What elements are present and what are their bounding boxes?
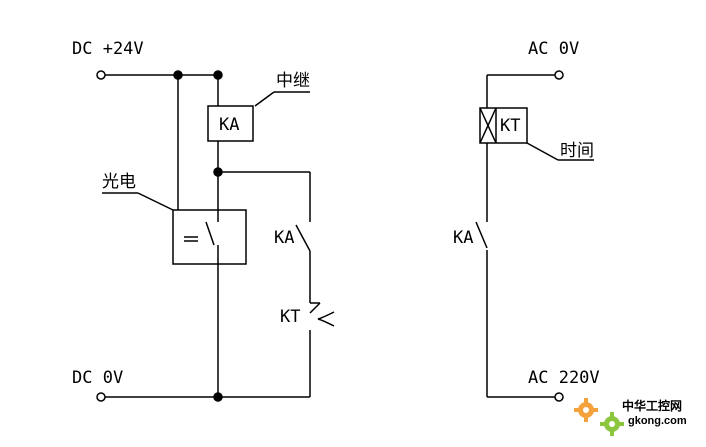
- gear-icon: [574, 398, 624, 436]
- ka-hold-contact: [218, 171, 311, 303]
- ac-220-label: AC 220V: [528, 368, 600, 388]
- ac-zero-rail: [486, 70, 564, 108]
- ka-contact-label: KA: [274, 228, 294, 248]
- timer-leader-line: [526, 142, 594, 161]
- kt-timed-contact: [309, 302, 335, 397]
- ka-ac-contact: [475, 221, 488, 397]
- dc-plus-rail: [96, 70, 223, 80]
- watermark-text: 中华工控网: [622, 398, 682, 413]
- dc-plus-label: DC +24V: [72, 39, 144, 59]
- ka-ac-contact-label: KA: [453, 228, 473, 248]
- gkong-watermark: 中华工控网 gkong.com: [574, 398, 687, 436]
- kt-contact-label: KT: [280, 307, 300, 327]
- timer-callout: 时间: [560, 141, 594, 161]
- relay-coil-label: KA: [219, 115, 239, 135]
- kt-timer-coil: [479, 107, 528, 222]
- timer-coil-label: KT: [500, 116, 520, 136]
- dc-zero-rail: [96, 392, 310, 402]
- ac-zero-label: AC 0V: [528, 39, 579, 59]
- photo-sensor: [172, 75, 247, 397]
- sensor-leader-line: [102, 192, 174, 211]
- relay-callout: 中继: [276, 71, 310, 91]
- ac-220-rail: [487, 392, 564, 402]
- sensor-callout: 光电: [102, 172, 136, 192]
- dc-zero-label: DC 0V: [72, 368, 123, 388]
- watermark-url: gkong.com: [628, 415, 687, 427]
- relay-leader-line: [254, 91, 310, 107]
